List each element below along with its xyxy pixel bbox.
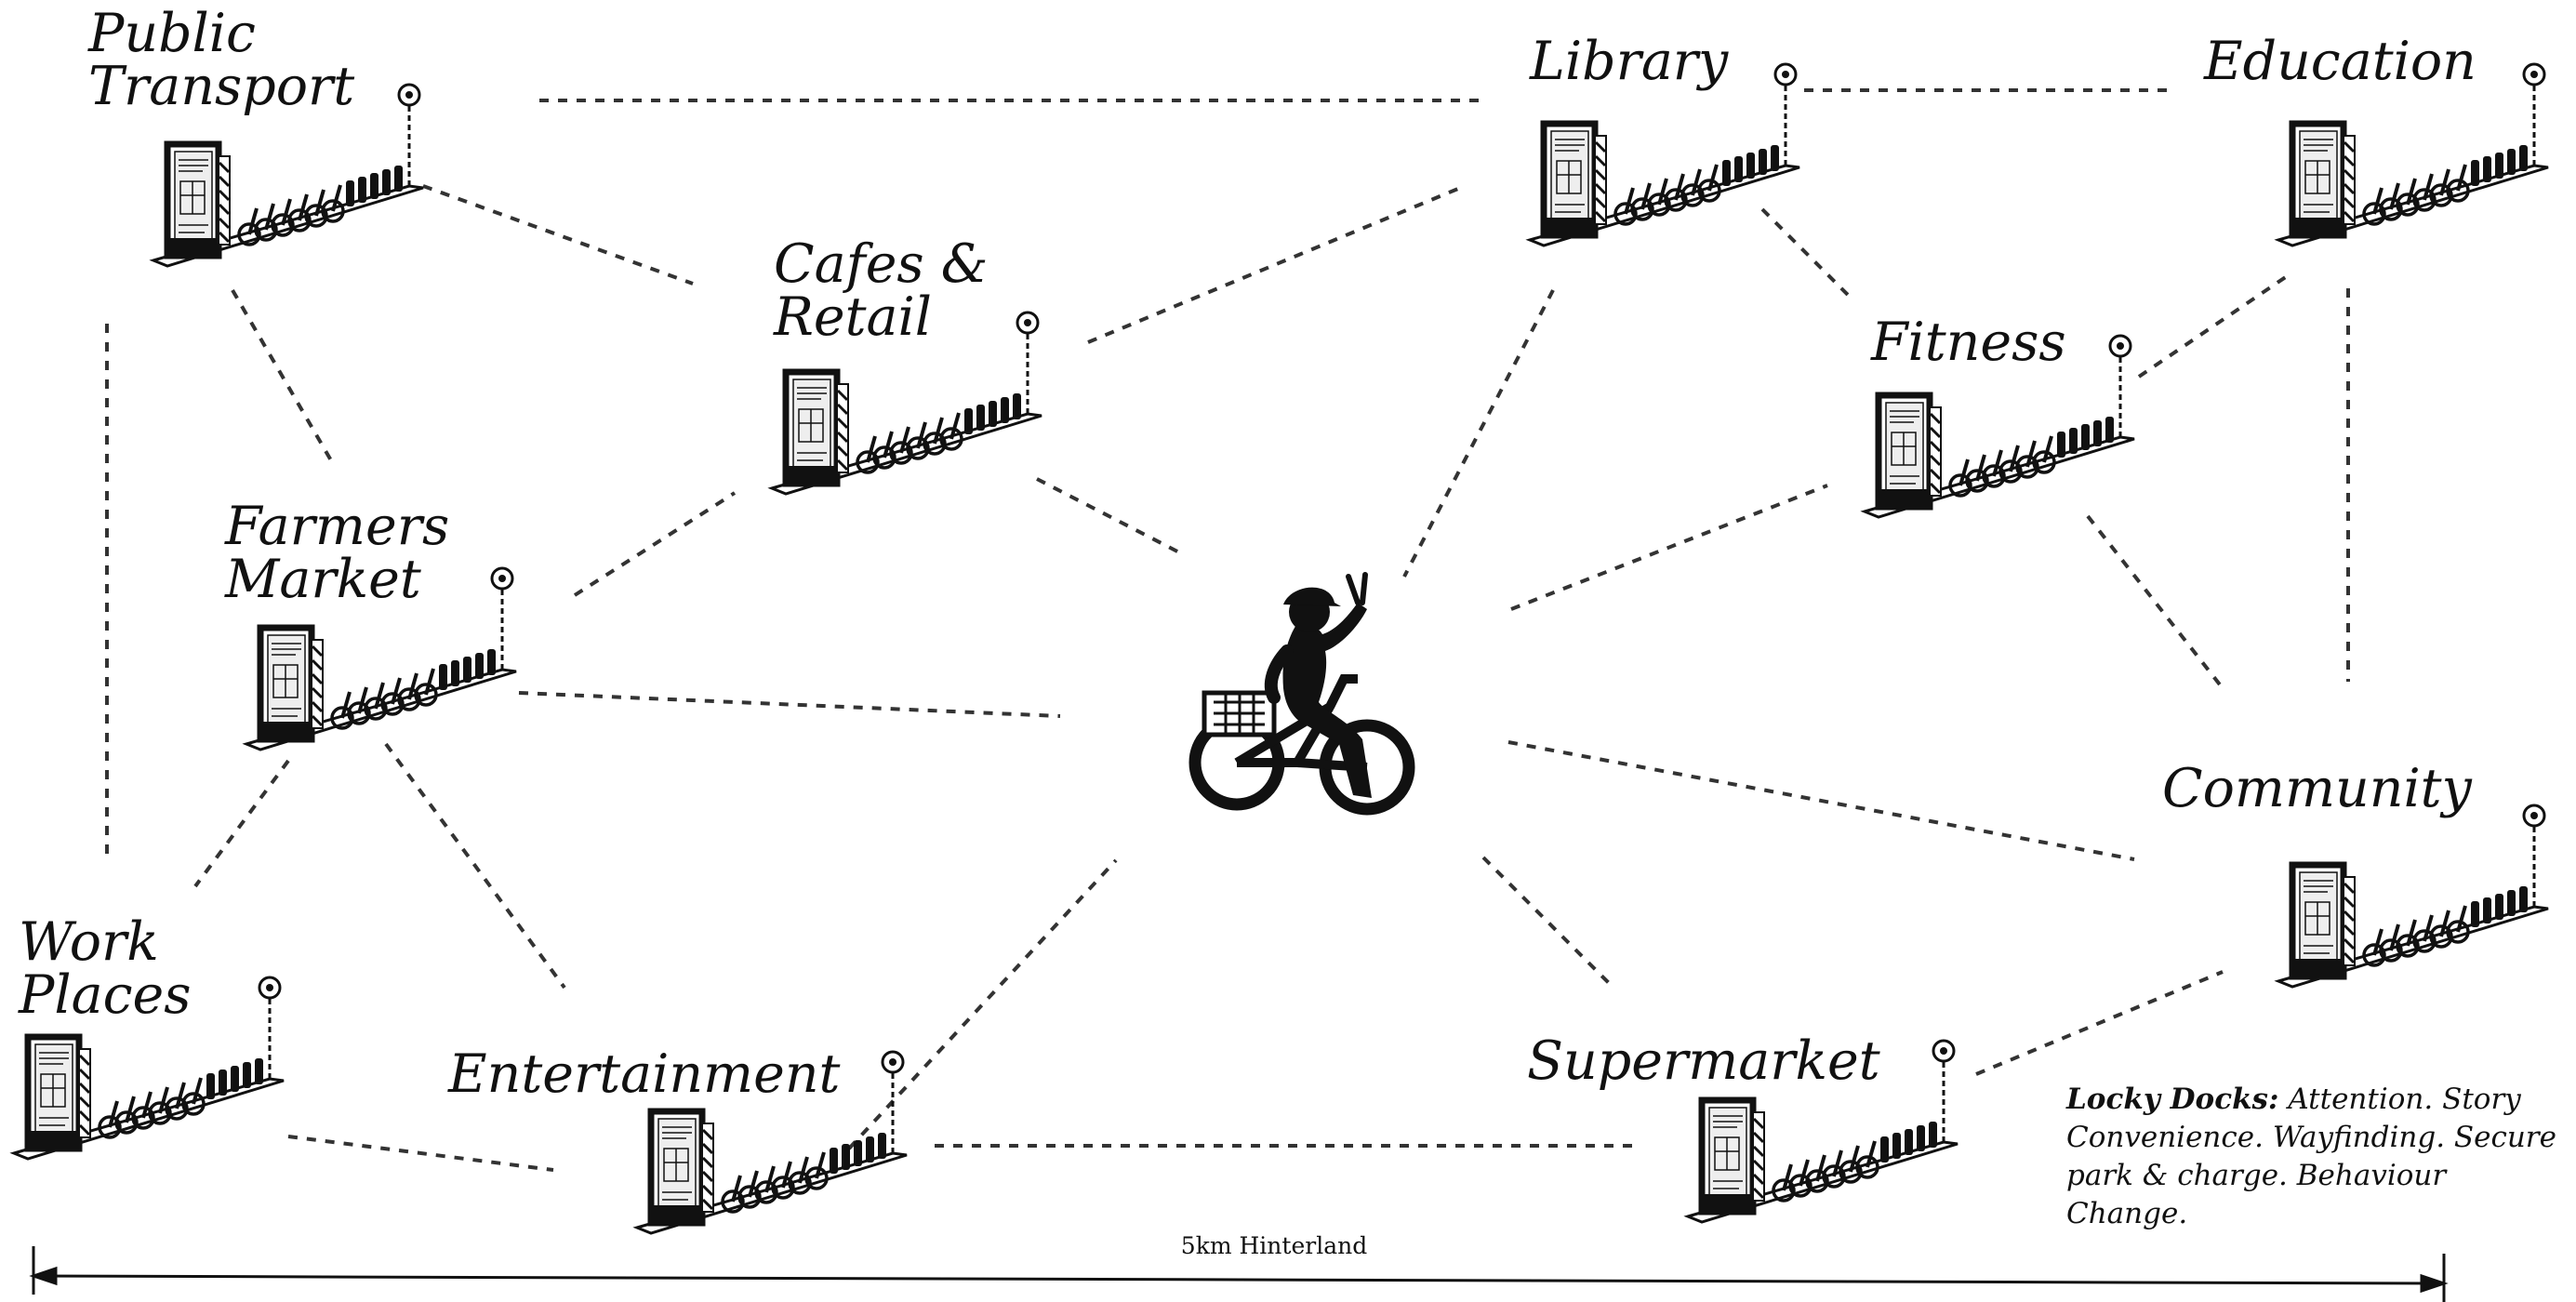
locky-docks-note: Locky Docks: Attention. Story Convenienc… xyxy=(2066,1081,2569,1233)
scale-bar xyxy=(29,1246,2449,1302)
hub-label-education: Education xyxy=(2204,31,2476,92)
hub-label-library: Library xyxy=(1530,31,1729,92)
scale-label: 5km Hinterland xyxy=(1180,1232,1368,1259)
bike-dock-icon xyxy=(2278,805,2548,987)
note-text: Attention. Story Convenience. Wayfinding… xyxy=(2066,1083,2556,1230)
hub-label-community: Community xyxy=(2162,758,2472,819)
note-title: Locky Docks: xyxy=(2066,1083,2279,1116)
hub-label-supermarket: Supermarket xyxy=(1527,1030,1880,1092)
connection-lines xyxy=(105,88,2350,1172)
hub-label-entertainment: Entertainment xyxy=(448,1043,841,1105)
hub-label-cafes-retail: Cafes &Retail xyxy=(774,233,989,348)
cyclist-icon xyxy=(1188,572,1415,816)
hub-label-fitness: Fitness xyxy=(1871,312,2066,373)
